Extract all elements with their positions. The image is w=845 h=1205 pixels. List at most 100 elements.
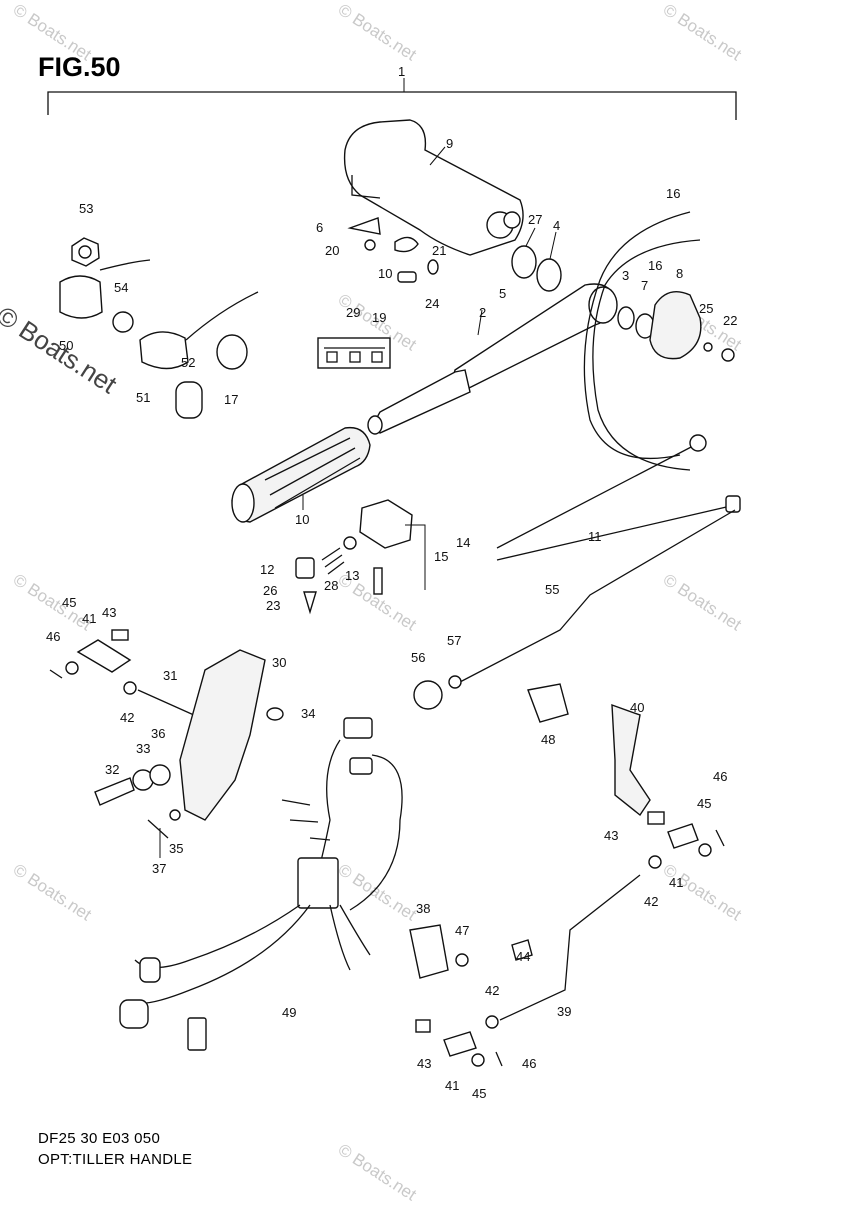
label-part-46: 46 bbox=[46, 629, 60, 644]
label-part-16: 16 bbox=[666, 186, 680, 201]
part-24-washer bbox=[427, 259, 439, 275]
label-part-29: 29 bbox=[346, 305, 360, 320]
part-47-bolt bbox=[455, 953, 469, 967]
part-46-clip bbox=[49, 669, 63, 679]
part-50-switch bbox=[59, 275, 103, 319]
label-part-19: 19 bbox=[372, 310, 386, 325]
part-36-washer bbox=[149, 764, 171, 786]
label-part-24: 24 bbox=[425, 296, 439, 311]
label-part-46: 46 bbox=[713, 769, 727, 784]
part-46-clip bbox=[715, 829, 725, 847]
part-21-clip bbox=[394, 236, 419, 253]
label-part-41: 41 bbox=[82, 611, 96, 626]
part-19-bolt bbox=[397, 271, 417, 283]
label-part-16: 16 bbox=[648, 258, 662, 273]
part-52-cap bbox=[175, 381, 203, 419]
label-part-15: 15 bbox=[434, 549, 448, 564]
part-2-handle-arm bbox=[367, 283, 618, 435]
part-43-pin bbox=[415, 1019, 431, 1033]
part-8-end-cap bbox=[649, 291, 702, 360]
part-40-lever bbox=[611, 703, 651, 817]
part-39-rod bbox=[499, 874, 641, 1021]
label-part-54: 54 bbox=[114, 280, 128, 295]
label-part-44: 44 bbox=[516, 949, 530, 964]
part-56-knob bbox=[413, 680, 443, 710]
part-3-washer bbox=[617, 306, 635, 330]
label-part-34: 34 bbox=[301, 706, 315, 721]
label-part-38: 38 bbox=[416, 901, 430, 916]
label-part-27: 27 bbox=[528, 212, 542, 227]
part-41-lever bbox=[443, 1031, 477, 1057]
label-part-12: 12 bbox=[260, 562, 274, 577]
label-part-42: 42 bbox=[120, 710, 134, 725]
part-13-plunger bbox=[343, 536, 357, 550]
part-11-cable bbox=[496, 444, 736, 561]
label-part-22: 22 bbox=[723, 313, 737, 328]
part-45-washer bbox=[65, 661, 79, 675]
part-41-lever bbox=[76, 639, 132, 673]
part-44-pin bbox=[511, 939, 533, 961]
label-part-52: 52 bbox=[181, 355, 195, 370]
label-part-14: 14 bbox=[456, 535, 470, 550]
part-49-wire-harness bbox=[119, 717, 403, 1051]
part-55-rod bbox=[459, 509, 736, 683]
label-part-48: 48 bbox=[541, 732, 555, 747]
label-part-21: 21 bbox=[432, 243, 446, 258]
label-part-5: 5 bbox=[499, 286, 506, 301]
part-51-switch bbox=[139, 331, 189, 370]
part-bolt bbox=[373, 567, 383, 595]
diagram-code: DF25 30 E03 050 bbox=[38, 1130, 161, 1147]
part-45-washer bbox=[471, 1053, 485, 1067]
part-43-pin bbox=[111, 629, 129, 641]
label-part-50: 50 bbox=[59, 338, 73, 353]
part-15-block bbox=[359, 499, 413, 549]
diagram-caption: OPT:TILLER HANDLE bbox=[38, 1151, 193, 1168]
label-part-9: 9 bbox=[446, 136, 453, 151]
part-38-bracket bbox=[409, 924, 449, 979]
part-41-lever bbox=[667, 823, 699, 849]
part-6-plate bbox=[347, 217, 381, 235]
part-17-grommet bbox=[216, 334, 248, 370]
label-part-45: 45 bbox=[697, 796, 711, 811]
part-12-stopper bbox=[295, 557, 315, 579]
label-part-8: 8 bbox=[676, 266, 683, 281]
label-part-39: 39 bbox=[557, 1004, 571, 1019]
part-4-ring bbox=[536, 258, 562, 292]
part-22-screw bbox=[721, 348, 735, 362]
label-part-28: 28 bbox=[324, 578, 338, 593]
label-part-41: 41 bbox=[445, 1078, 459, 1093]
part-54-washer bbox=[112, 311, 134, 333]
label-part-30: 30 bbox=[272, 655, 286, 670]
part-23-screw bbox=[303, 591, 317, 615]
part-32-bolt bbox=[94, 777, 135, 806]
label-part-42: 42 bbox=[644, 894, 658, 909]
label-part-37: 37 bbox=[152, 861, 166, 876]
label-part-25: 25 bbox=[699, 301, 713, 316]
label-part-10: 10 bbox=[378, 266, 392, 281]
label-part-1: 1 bbox=[398, 64, 405, 79]
part-20-bolt bbox=[364, 239, 376, 251]
part-37-pin bbox=[147, 819, 169, 839]
label-part-36: 36 bbox=[151, 726, 165, 741]
part-25-washer bbox=[703, 342, 713, 352]
label-part-2: 2 bbox=[479, 305, 486, 320]
part-48-stopper bbox=[527, 683, 569, 723]
label-part-10: 10 bbox=[295, 512, 309, 527]
label-part-17: 17 bbox=[224, 392, 238, 407]
part-16-cable bbox=[583, 211, 691, 459]
label-part-26: 26 bbox=[263, 583, 277, 598]
figure-title: FIG.50 bbox=[38, 52, 121, 82]
part-10-throttle-grip bbox=[231, 426, 371, 523]
label-part-45: 45 bbox=[62, 595, 76, 610]
label-part-4: 4 bbox=[553, 218, 560, 233]
part-9-handle-cover bbox=[343, 119, 524, 256]
part-29-shift-label bbox=[317, 337, 391, 369]
label-part-6: 6 bbox=[316, 220, 323, 235]
part-42-nut bbox=[123, 681, 137, 695]
label-part-46: 46 bbox=[522, 1056, 536, 1071]
label-part-7: 7 bbox=[641, 278, 648, 293]
label-part-56: 56 bbox=[411, 650, 425, 665]
part-35-washer bbox=[169, 809, 181, 821]
part-27-ring bbox=[511, 245, 537, 279]
